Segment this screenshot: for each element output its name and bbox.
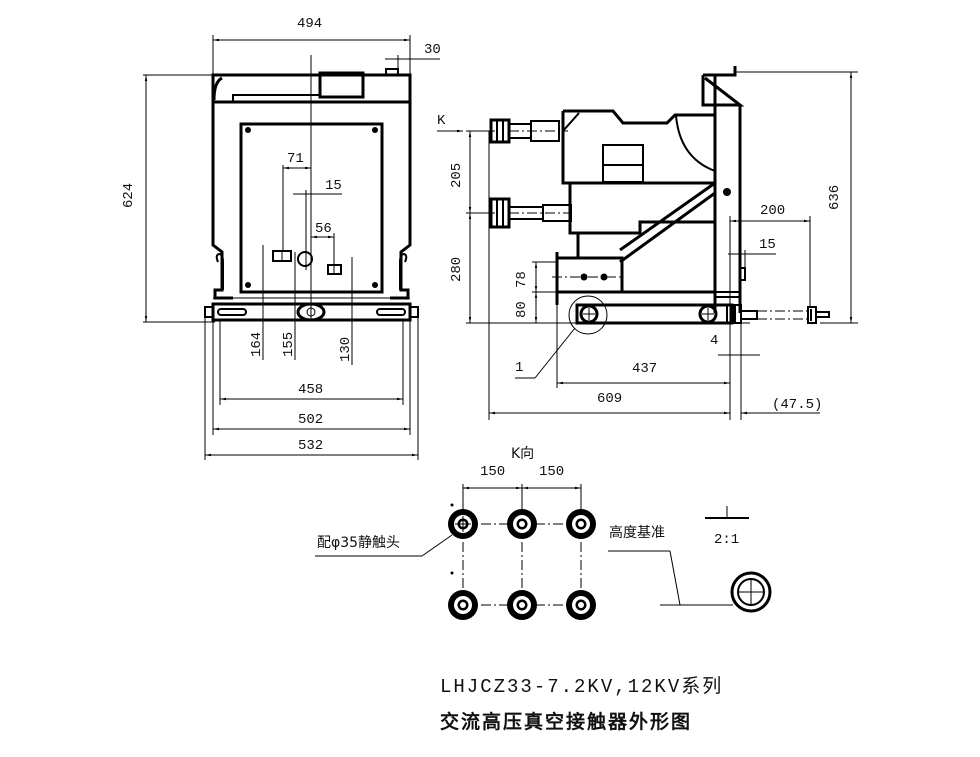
side-view: K 205 280 xyxy=(437,66,858,420)
detail-callout-1: 1 xyxy=(515,360,523,376)
dim-30: 30 xyxy=(424,42,441,58)
dim-4: 4 xyxy=(710,333,718,349)
dim-609: 609 xyxy=(597,391,622,407)
dim-280: 280 xyxy=(449,257,465,282)
k-view-marker: K xyxy=(437,113,446,129)
static-contact-icon xyxy=(507,590,537,620)
height-reference-note: 高度基准 xyxy=(609,524,665,541)
dim-205: 205 xyxy=(449,163,465,188)
static-contact-icon xyxy=(566,509,596,539)
dim-164: 164 xyxy=(249,332,265,357)
dim-78: 78 xyxy=(514,271,530,288)
contact-grid xyxy=(448,509,596,620)
dim-15-front: 15 xyxy=(325,178,342,194)
static-contact-icon xyxy=(448,509,478,539)
k-view-label: K向 xyxy=(511,446,534,462)
dim-502: 502 xyxy=(298,412,323,428)
dim-130: 130 xyxy=(338,337,354,362)
detail-view: I 2:1 高度基准 xyxy=(608,506,772,613)
dim-80: 80 xyxy=(514,301,530,318)
dim-71: 71 xyxy=(287,151,304,167)
dim-56: 56 xyxy=(315,221,332,237)
k-view: K向 150 150 xyxy=(315,446,596,620)
title-line-2: 交流高压真空接触器外形图 xyxy=(440,710,692,733)
title-block: LHJCZ33-7.2KV,12KV系列 交流高压真空接触器外形图 xyxy=(440,675,723,733)
front-view: 494 30 624 xyxy=(121,16,441,460)
dim-494: 494 xyxy=(297,16,322,32)
static-contact-icon xyxy=(566,590,596,620)
dim-437: 437 xyxy=(632,361,657,377)
static-contact-icon xyxy=(448,590,478,620)
dim-155: 155 xyxy=(281,332,297,357)
dim-150-right: 150 xyxy=(539,464,564,480)
dim-458: 458 xyxy=(298,382,323,398)
dim-47-5: (47.5) xyxy=(772,397,822,413)
detail-scale: 2:1 xyxy=(714,532,739,548)
dim-624: 624 xyxy=(121,183,137,208)
dim-200: 200 xyxy=(760,203,785,219)
dim-532: 532 xyxy=(298,438,323,454)
dim-15-side: 15 xyxy=(759,237,776,253)
title-line-1: LHJCZ33-7.2KV,12KV系列 xyxy=(440,675,723,698)
static-contact-icon xyxy=(507,509,537,539)
contact-note: 配φ35静触头 xyxy=(317,535,400,551)
dim-636: 636 xyxy=(827,185,843,210)
dim-150-left: 150 xyxy=(480,464,505,480)
